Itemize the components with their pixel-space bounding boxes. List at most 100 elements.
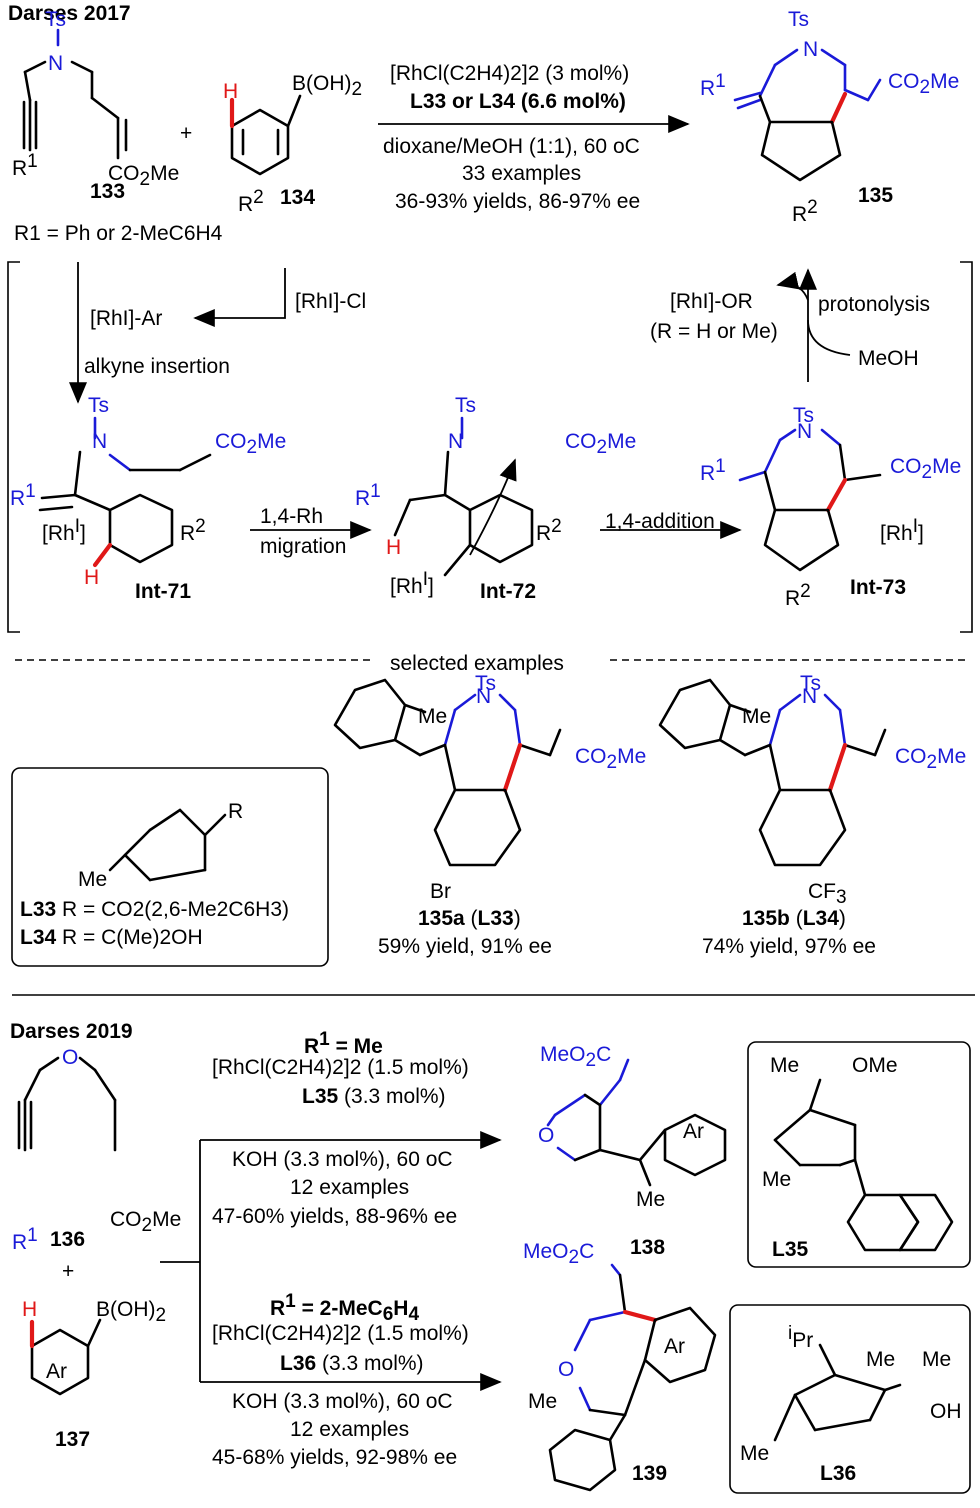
int71-n: N	[92, 430, 108, 453]
compound-137-label: 137	[55, 1428, 91, 1451]
l35-ome: OMe	[852, 1054, 898, 1077]
s2-h-label: H	[22, 1298, 38, 1321]
int72-r2: R2	[536, 516, 562, 545]
int72-h: H	[386, 536, 402, 559]
int73-ts: Ts	[793, 404, 814, 427]
p138-me: Me	[636, 1188, 666, 1211]
l35-me-bottom: Me	[762, 1168, 792, 1191]
r1-label-135: R1	[700, 71, 726, 100]
ligand-r-label: R	[228, 800, 244, 823]
int72-label: Int-72	[480, 580, 537, 603]
structure-139	[548, 1263, 717, 1492]
migration-line-2: migration	[260, 535, 347, 558]
reagent-line-2: L33 or L34 (6.6 mol%)	[410, 90, 626, 113]
s2-o-label: O	[62, 1046, 79, 1069]
section1-title: Darses 2017	[8, 2, 131, 25]
section2-title: Darses 2019	[10, 1020, 133, 1043]
int73-n: N	[797, 420, 813, 443]
l36-ipr: iPr	[788, 1323, 814, 1352]
ex-a-br: Br	[430, 880, 451, 903]
reagent-line-3: dioxane/MeOH (1:1), 60 oC	[383, 135, 640, 158]
l35-label: L35	[772, 1238, 809, 1261]
int72-r1: R1	[355, 481, 381, 510]
int72-ts: Ts	[455, 394, 476, 417]
compound-134-label: 134	[280, 186, 316, 209]
int73-label: Int-73	[850, 576, 907, 599]
p139-me: Me	[528, 1390, 558, 1413]
p138-co2me: MeO2C	[540, 1043, 612, 1072]
ex-b-result: 74% yield, 97% ee	[702, 935, 876, 958]
structure-136	[17, 1056, 117, 1152]
structure-137	[29, 1318, 102, 1396]
n-label: N	[48, 52, 64, 75]
protonolysis-label: protonolysis	[818, 293, 931, 316]
int72-n: N	[448, 430, 464, 453]
ligand-me-label: Me	[78, 868, 108, 891]
ex-a-ts: Ts	[475, 672, 496, 695]
int73-rh: [RhI]	[880, 516, 924, 545]
lower-line-4: 12 examples	[290, 1418, 410, 1441]
s2-co2me-label: CO2Me	[110, 1208, 182, 1237]
ex-b-n: N	[802, 685, 818, 708]
ex-b-cf3: CF3	[808, 880, 847, 909]
lower-line-1: [RhCl(C2H4)2]2 (1.5 mol%)	[212, 1322, 469, 1345]
reagent-line-4: 33 examples	[462, 162, 582, 185]
p139-o: O	[558, 1358, 575, 1381]
ex-b-ts: Ts	[800, 672, 821, 695]
meoh-label: MeOH	[858, 347, 919, 370]
alkyne-insertion-label: alkyne insertion	[84, 355, 230, 378]
int73-r1: R1	[700, 456, 726, 485]
l36-label: L36	[820, 1462, 857, 1485]
int71-co2me: CO2Me	[215, 430, 287, 459]
upper-line-1: [RhCl(C2H4)2]2 (1.5 mol%)	[212, 1056, 469, 1079]
upper-line-3: KOH (3.3 mol%), 60 oC	[232, 1148, 453, 1171]
plus-sign: +	[180, 122, 193, 145]
ex-b-co2me: CO2Me	[895, 745, 967, 774]
lower-line-5: 45-68% yields, 92-98% ee	[212, 1446, 458, 1469]
s2-r1-label: R1	[12, 1225, 38, 1254]
l36-me-2: Me	[922, 1348, 952, 1371]
structure-l33-l34	[108, 808, 227, 882]
l34-definition: L34 R = C(Me)2OH	[20, 926, 203, 949]
r1-definition: R1 = Ph or 2-MeC6H4	[14, 222, 223, 245]
boh2-label: B(OH)2	[292, 72, 363, 101]
int72-co2me: CO2Me	[565, 430, 637, 459]
selected-examples-header: selected examples	[390, 652, 564, 675]
upper-line-4: 12 examples	[290, 1176, 410, 1199]
structure-135a	[333, 678, 562, 867]
compound-133-label: 133	[90, 180, 126, 203]
lower-line-3: KOH (3.3 mol%), 60 oC	[232, 1390, 453, 1413]
p139-co2me: MeO2C	[523, 1240, 595, 1269]
upper-line-5: 47-60% yields, 88-96% ee	[212, 1205, 458, 1228]
s2-plus-sign: +	[62, 1260, 75, 1283]
structure-int72	[393, 416, 534, 577]
p139-ar: Ar	[664, 1335, 685, 1358]
structure-138	[546, 1058, 727, 1187]
compound-136-label: 136	[50, 1228, 86, 1251]
structure-int73	[738, 428, 882, 572]
structure-l36	[773, 1343, 902, 1442]
int71-h: H	[84, 566, 100, 589]
ex-a-name: 135a (L33)	[418, 907, 521, 930]
ex-a-me: Me	[418, 705, 448, 728]
reagent-line-5: 36-93% yields, 86-97% ee	[395, 190, 641, 213]
int73-co2me: CO2Me	[890, 455, 962, 484]
structure-134	[229, 94, 302, 176]
co2me-label: CO2Me	[108, 162, 180, 191]
n-label-135: N	[803, 38, 819, 61]
structure-l35	[773, 1078, 954, 1252]
upper-condition-head: R1 = Me	[304, 1029, 383, 1058]
int72-rh: [RhI]	[390, 569, 434, 598]
migration-line-1: 1,4-Rh	[260, 505, 324, 528]
p138-ar: Ar	[683, 1120, 704, 1143]
int73-r2: R2	[785, 581, 811, 610]
rh-cl-label: [RhI]-Cl	[295, 290, 367, 313]
upper-line-2: L35 (3.3 mol%)	[302, 1085, 446, 1108]
h-label: H	[223, 80, 239, 103]
ts-label-135: Ts	[788, 8, 809, 31]
l33-definition: L33 R = CO2(2,6-Me2C6H3)	[20, 898, 290, 921]
int71-r1: R1	[10, 481, 36, 510]
compound-138-label: 138	[630, 1236, 666, 1259]
